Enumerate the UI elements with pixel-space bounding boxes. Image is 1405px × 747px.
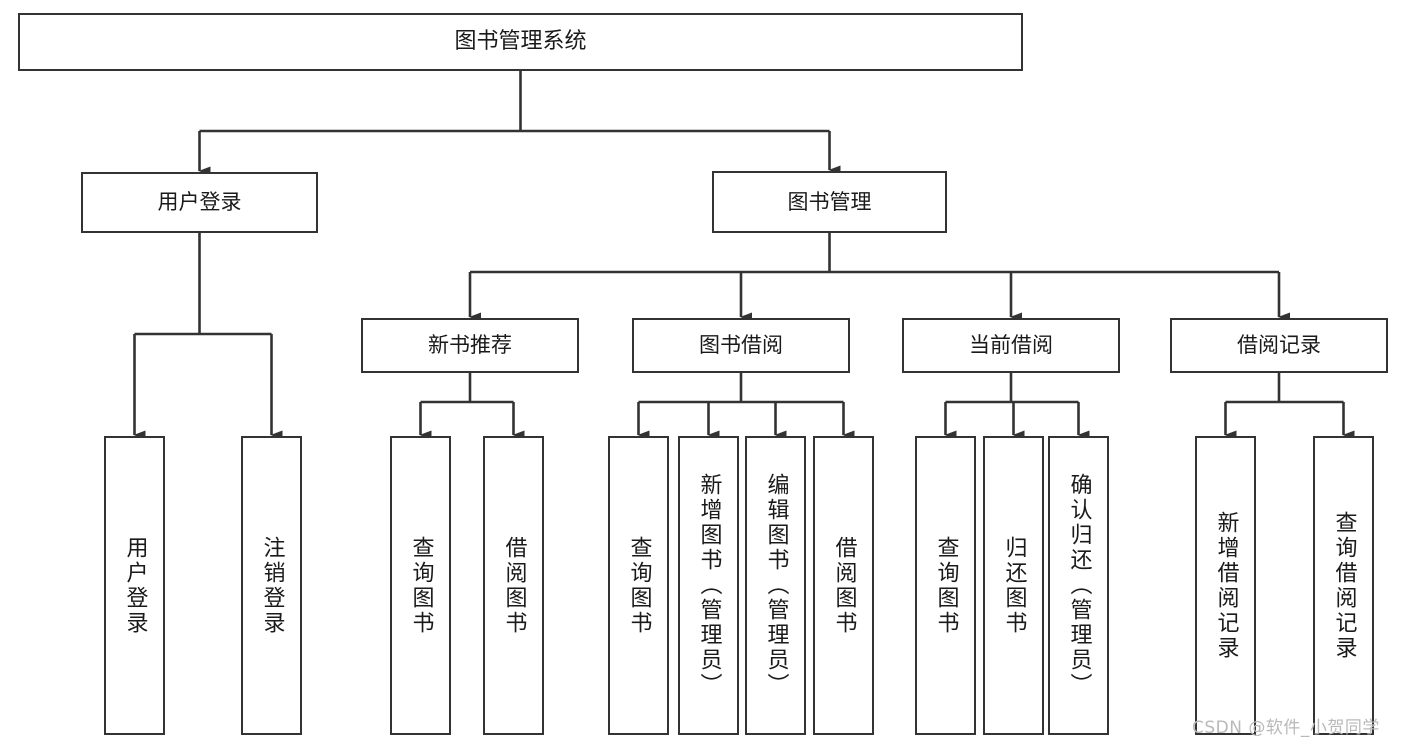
node-c_return[interactable]: 归还图书 [983, 436, 1044, 735]
node-r_query[interactable]: 查询图书 [390, 436, 451, 735]
node-recommend[interactable]: 新书推荐 [361, 318, 579, 373]
node-label-b_edit: 编辑图书（管理员） [763, 473, 789, 698]
node-label-root: 图书管理系统 [454, 29, 587, 55]
node-label-rec_add: 新增借阅记录 [1213, 510, 1239, 661]
node-label-c_return: 归还图书 [1001, 535, 1027, 636]
node-label-borrow: 图书借阅 [699, 333, 783, 358]
node-label-c_query: 查询图书 [933, 535, 959, 636]
node-label-records: 借阅记录 [1237, 333, 1321, 358]
node-label-l_login: 用户登录 [122, 535, 148, 636]
node-label-bookmgmt: 图书管理 [787, 189, 872, 214]
node-login[interactable]: 用户登录 [81, 172, 318, 233]
node-label-rec_query: 查询借阅记录 [1331, 510, 1357, 661]
node-l_logout[interactable]: 注销登录 [241, 436, 302, 735]
node-b_add[interactable]: 新增图书（管理员） [678, 436, 739, 735]
node-r_borrow[interactable]: 借阅图书 [483, 436, 544, 735]
node-l_login[interactable]: 用户登录 [104, 436, 165, 735]
node-label-current: 当前借阅 [969, 333, 1053, 358]
node-label-r_borrow: 借阅图书 [501, 535, 527, 636]
connector-lines [133, 71, 1355, 440]
node-label-c_confirm: 确认归还（管理员） [1066, 473, 1092, 698]
node-borrow[interactable]: 图书借阅 [632, 318, 850, 373]
node-label-r_query: 查询图书 [408, 535, 434, 636]
node-root[interactable]: 图书管理系统 [18, 13, 1023, 71]
node-rec_add[interactable]: 新增借阅记录 [1195, 436, 1256, 735]
node-label-b_borrow: 借阅图书 [831, 535, 857, 636]
node-label-login: 用户登录 [157, 190, 242, 215]
node-label-l_logout: 注销登录 [259, 535, 285, 636]
node-label-recommend: 新书推荐 [428, 333, 512, 358]
node-c_confirm[interactable]: 确认归还（管理员） [1048, 436, 1109, 735]
node-current[interactable]: 当前借阅 [902, 318, 1120, 373]
node-label-b_add: 新增图书（管理员） [696, 473, 722, 698]
node-bookmgmt[interactable]: 图书管理 [712, 171, 947, 233]
node-c_query[interactable]: 查询图书 [915, 436, 976, 735]
csdn-watermark: CSDN @软件_小贺同学 [1192, 718, 1380, 738]
node-b_edit[interactable]: 编辑图书（管理员） [745, 436, 806, 735]
node-rec_query[interactable]: 查询借阅记录 [1313, 436, 1374, 735]
node-b_borrow[interactable]: 借阅图书 [813, 436, 874, 735]
node-label-b_query: 查询图书 [626, 535, 652, 636]
node-b_query[interactable]: 查询图书 [608, 436, 669, 735]
node-records[interactable]: 借阅记录 [1170, 318, 1388, 373]
